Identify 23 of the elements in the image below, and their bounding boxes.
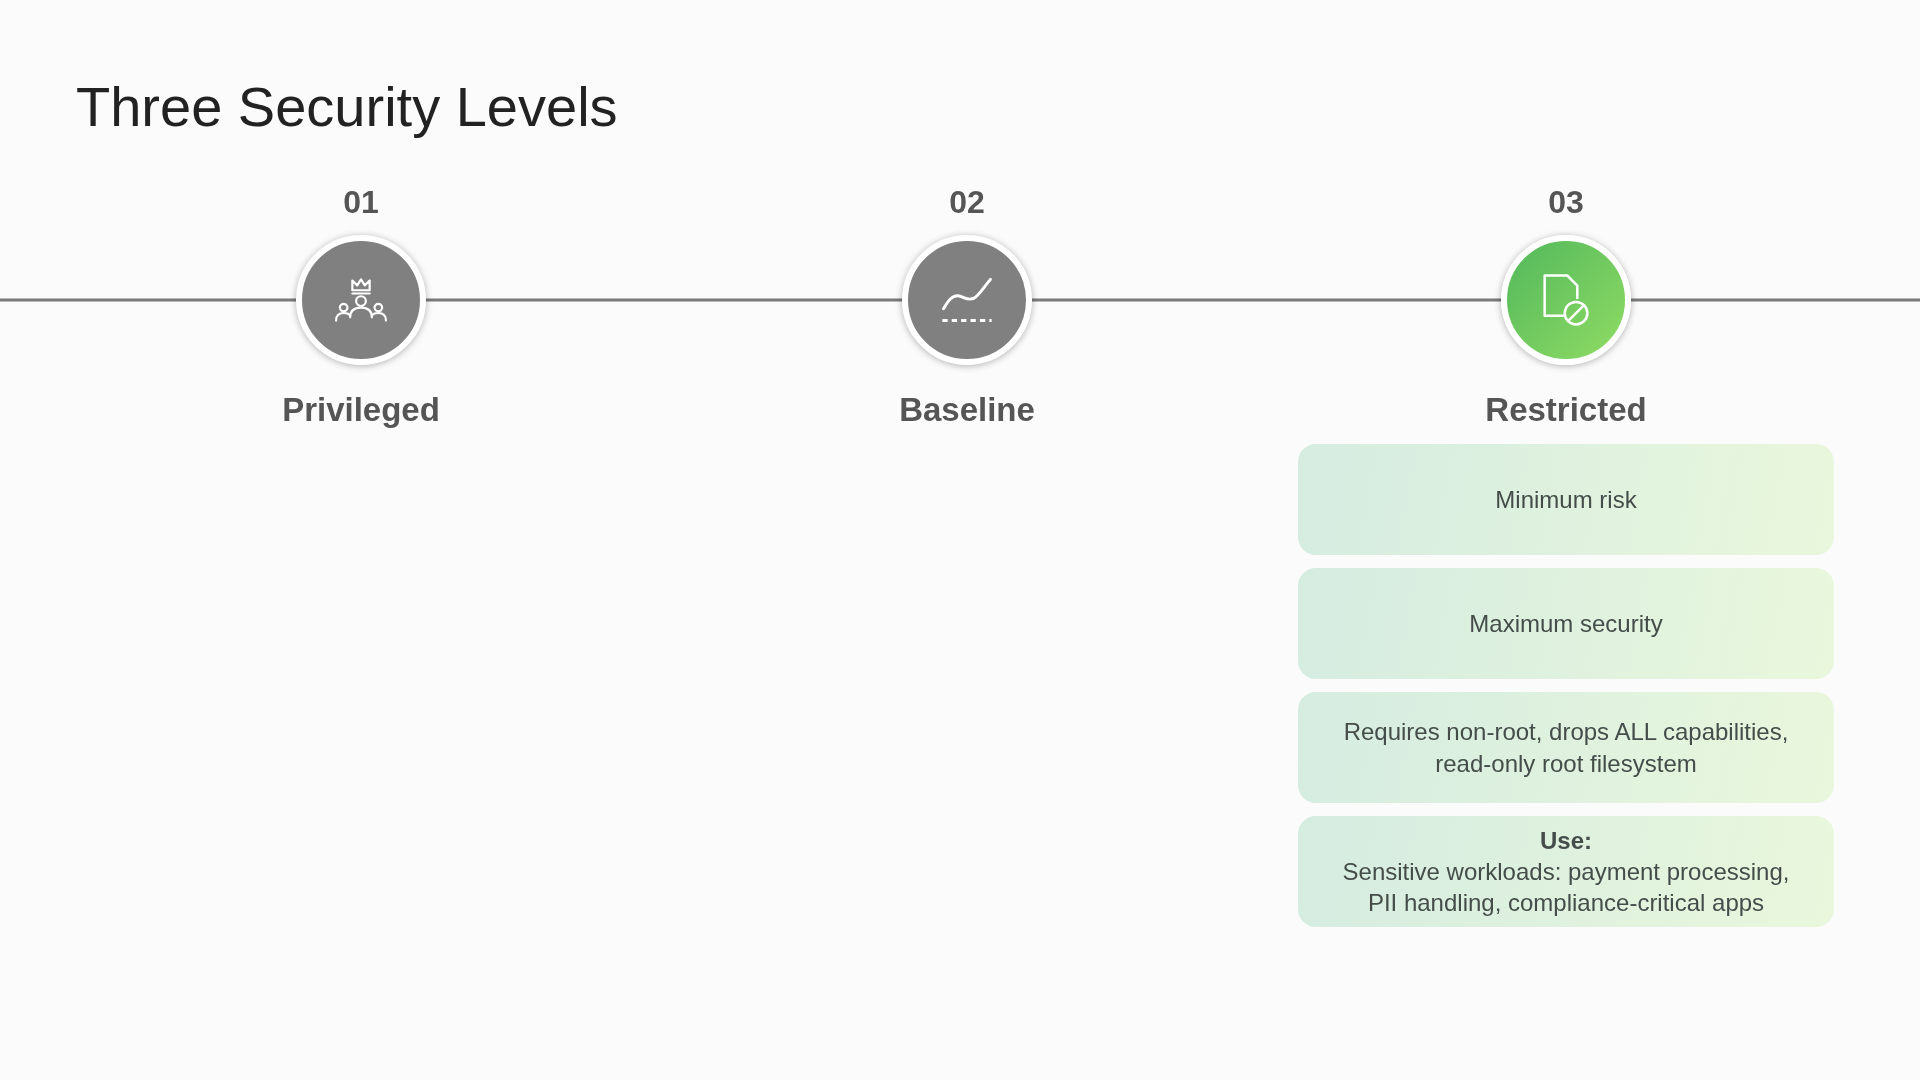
info-card bbox=[1298, 568, 1834, 679]
card-text: Minimum risk bbox=[1495, 484, 1637, 515]
step-title: Baseline bbox=[899, 391, 1035, 429]
timeline-circle bbox=[1501, 235, 1631, 365]
card-text: Maximum security bbox=[1469, 608, 1663, 639]
step-number: 02 bbox=[949, 183, 985, 221]
timeline-line bbox=[426, 298, 902, 302]
slide-title: Three Security Levels bbox=[76, 76, 618, 138]
card-text: Sensitive workloads: payment processing, PII handling, compliance-critical apps bbox=[1341, 856, 1791, 919]
timeline-circle bbox=[902, 235, 1032, 365]
timeline-line bbox=[0, 298, 296, 302]
info-card bbox=[1298, 444, 1834, 555]
timeline-circle bbox=[296, 235, 426, 365]
card-text: Requires non-root, drops ALL capabilities, read-only root filesystem bbox=[1342, 717, 1790, 779]
timeline-line bbox=[1032, 298, 1501, 302]
step-number: 01 bbox=[343, 183, 379, 221]
step-title: Privileged bbox=[282, 391, 440, 429]
info-card bbox=[1298, 692, 1834, 803]
card-heading: Use: bbox=[1540, 825, 1592, 856]
step-number: 03 bbox=[1548, 183, 1584, 221]
timeline-line bbox=[1631, 298, 1920, 302]
info-card bbox=[1298, 816, 1834, 927]
step-title: Restricted bbox=[1485, 391, 1647, 429]
